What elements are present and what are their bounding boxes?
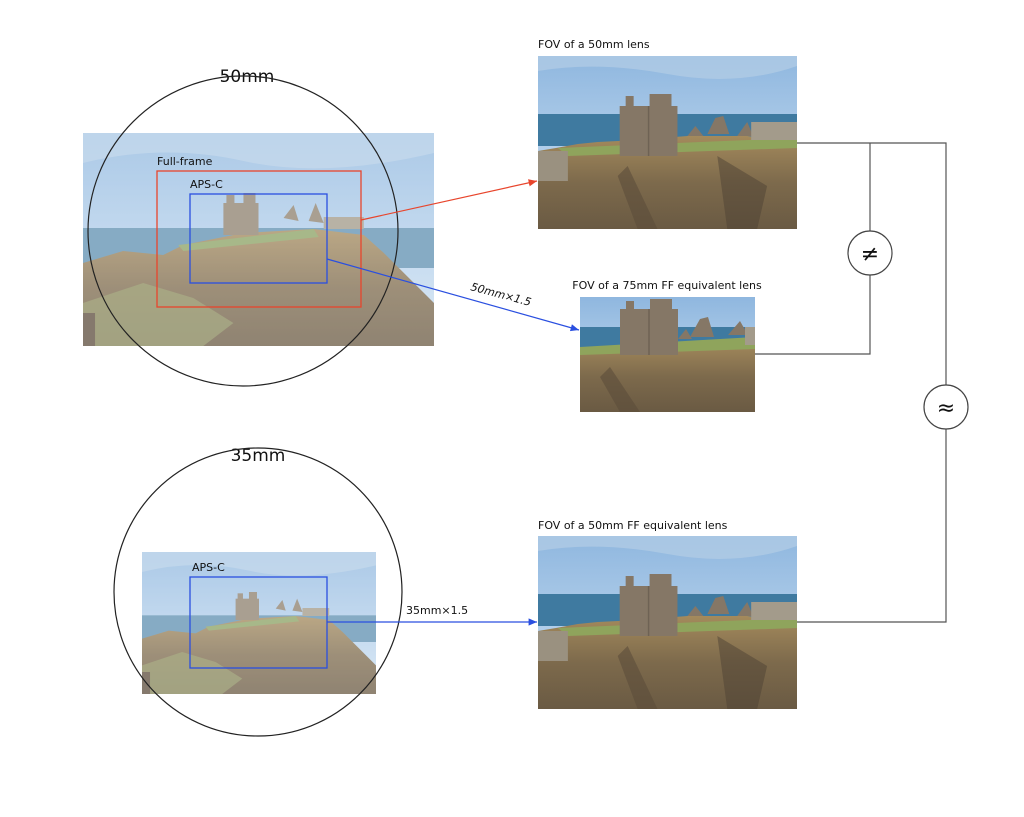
not-equal-icon: ≠ — [861, 242, 879, 267]
approx-equal-circle — [923, 384, 969, 430]
output-caption-50mm-equiv: FOV of a 50mm FF equivalent lens — [538, 519, 728, 532]
sensor-35mm-title: 35mm — [231, 446, 286, 466]
fullframe-arrow — [360, 179, 538, 221]
crop-factor-label-50mm: 50mm×1.5 — [469, 280, 532, 309]
not-equal-circle — [847, 230, 893, 276]
image-circle-35mm — [113, 447, 403, 737]
approx-equal-icon: ≈ — [937, 396, 955, 421]
scene-photo-50mm — [83, 133, 434, 346]
sensor-50mm-title: 50mm — [220, 67, 275, 87]
apsc-label-35mm: APS-C — [192, 561, 225, 574]
output-photo-50mm — [538, 56, 797, 229]
connector-top-right — [797, 142, 947, 385]
connector-ne-bottom — [755, 275, 871, 355]
not-equal-badge: ≠ — [847, 230, 893, 276]
sensor-50mm-group: 50mm Full-frame APS-C — [83, 67, 434, 387]
fullframe-crop-rect — [156, 170, 362, 308]
image-circle-50mm — [87, 75, 399, 387]
crop-factor-label-35mm: 35mm×1.5 — [406, 604, 468, 617]
output-caption-50mm: FOV of a 50mm lens — [538, 38, 650, 51]
scene-photo-35mm — [142, 552, 376, 694]
output-photo-50mm-equiv — [538, 536, 797, 709]
approx-equal-badge: ≈ — [923, 384, 969, 430]
fullframe-label: Full-frame — [157, 155, 213, 168]
output-caption-75mm: FOV of a 75mm FF equivalent lens — [572, 279, 762, 292]
apsc-crop-rect-50mm — [189, 193, 328, 284]
output-photo-75mm — [580, 297, 755, 412]
apsc-arrow-50mm — [326, 258, 580, 332]
apsc-label-50mm: APS-C — [190, 178, 223, 191]
connector-approx-bottom — [797, 429, 947, 623]
sensor-35mm-group: 35mm APS-C — [113, 446, 403, 737]
comparison-connectors — [755, 142, 947, 623]
